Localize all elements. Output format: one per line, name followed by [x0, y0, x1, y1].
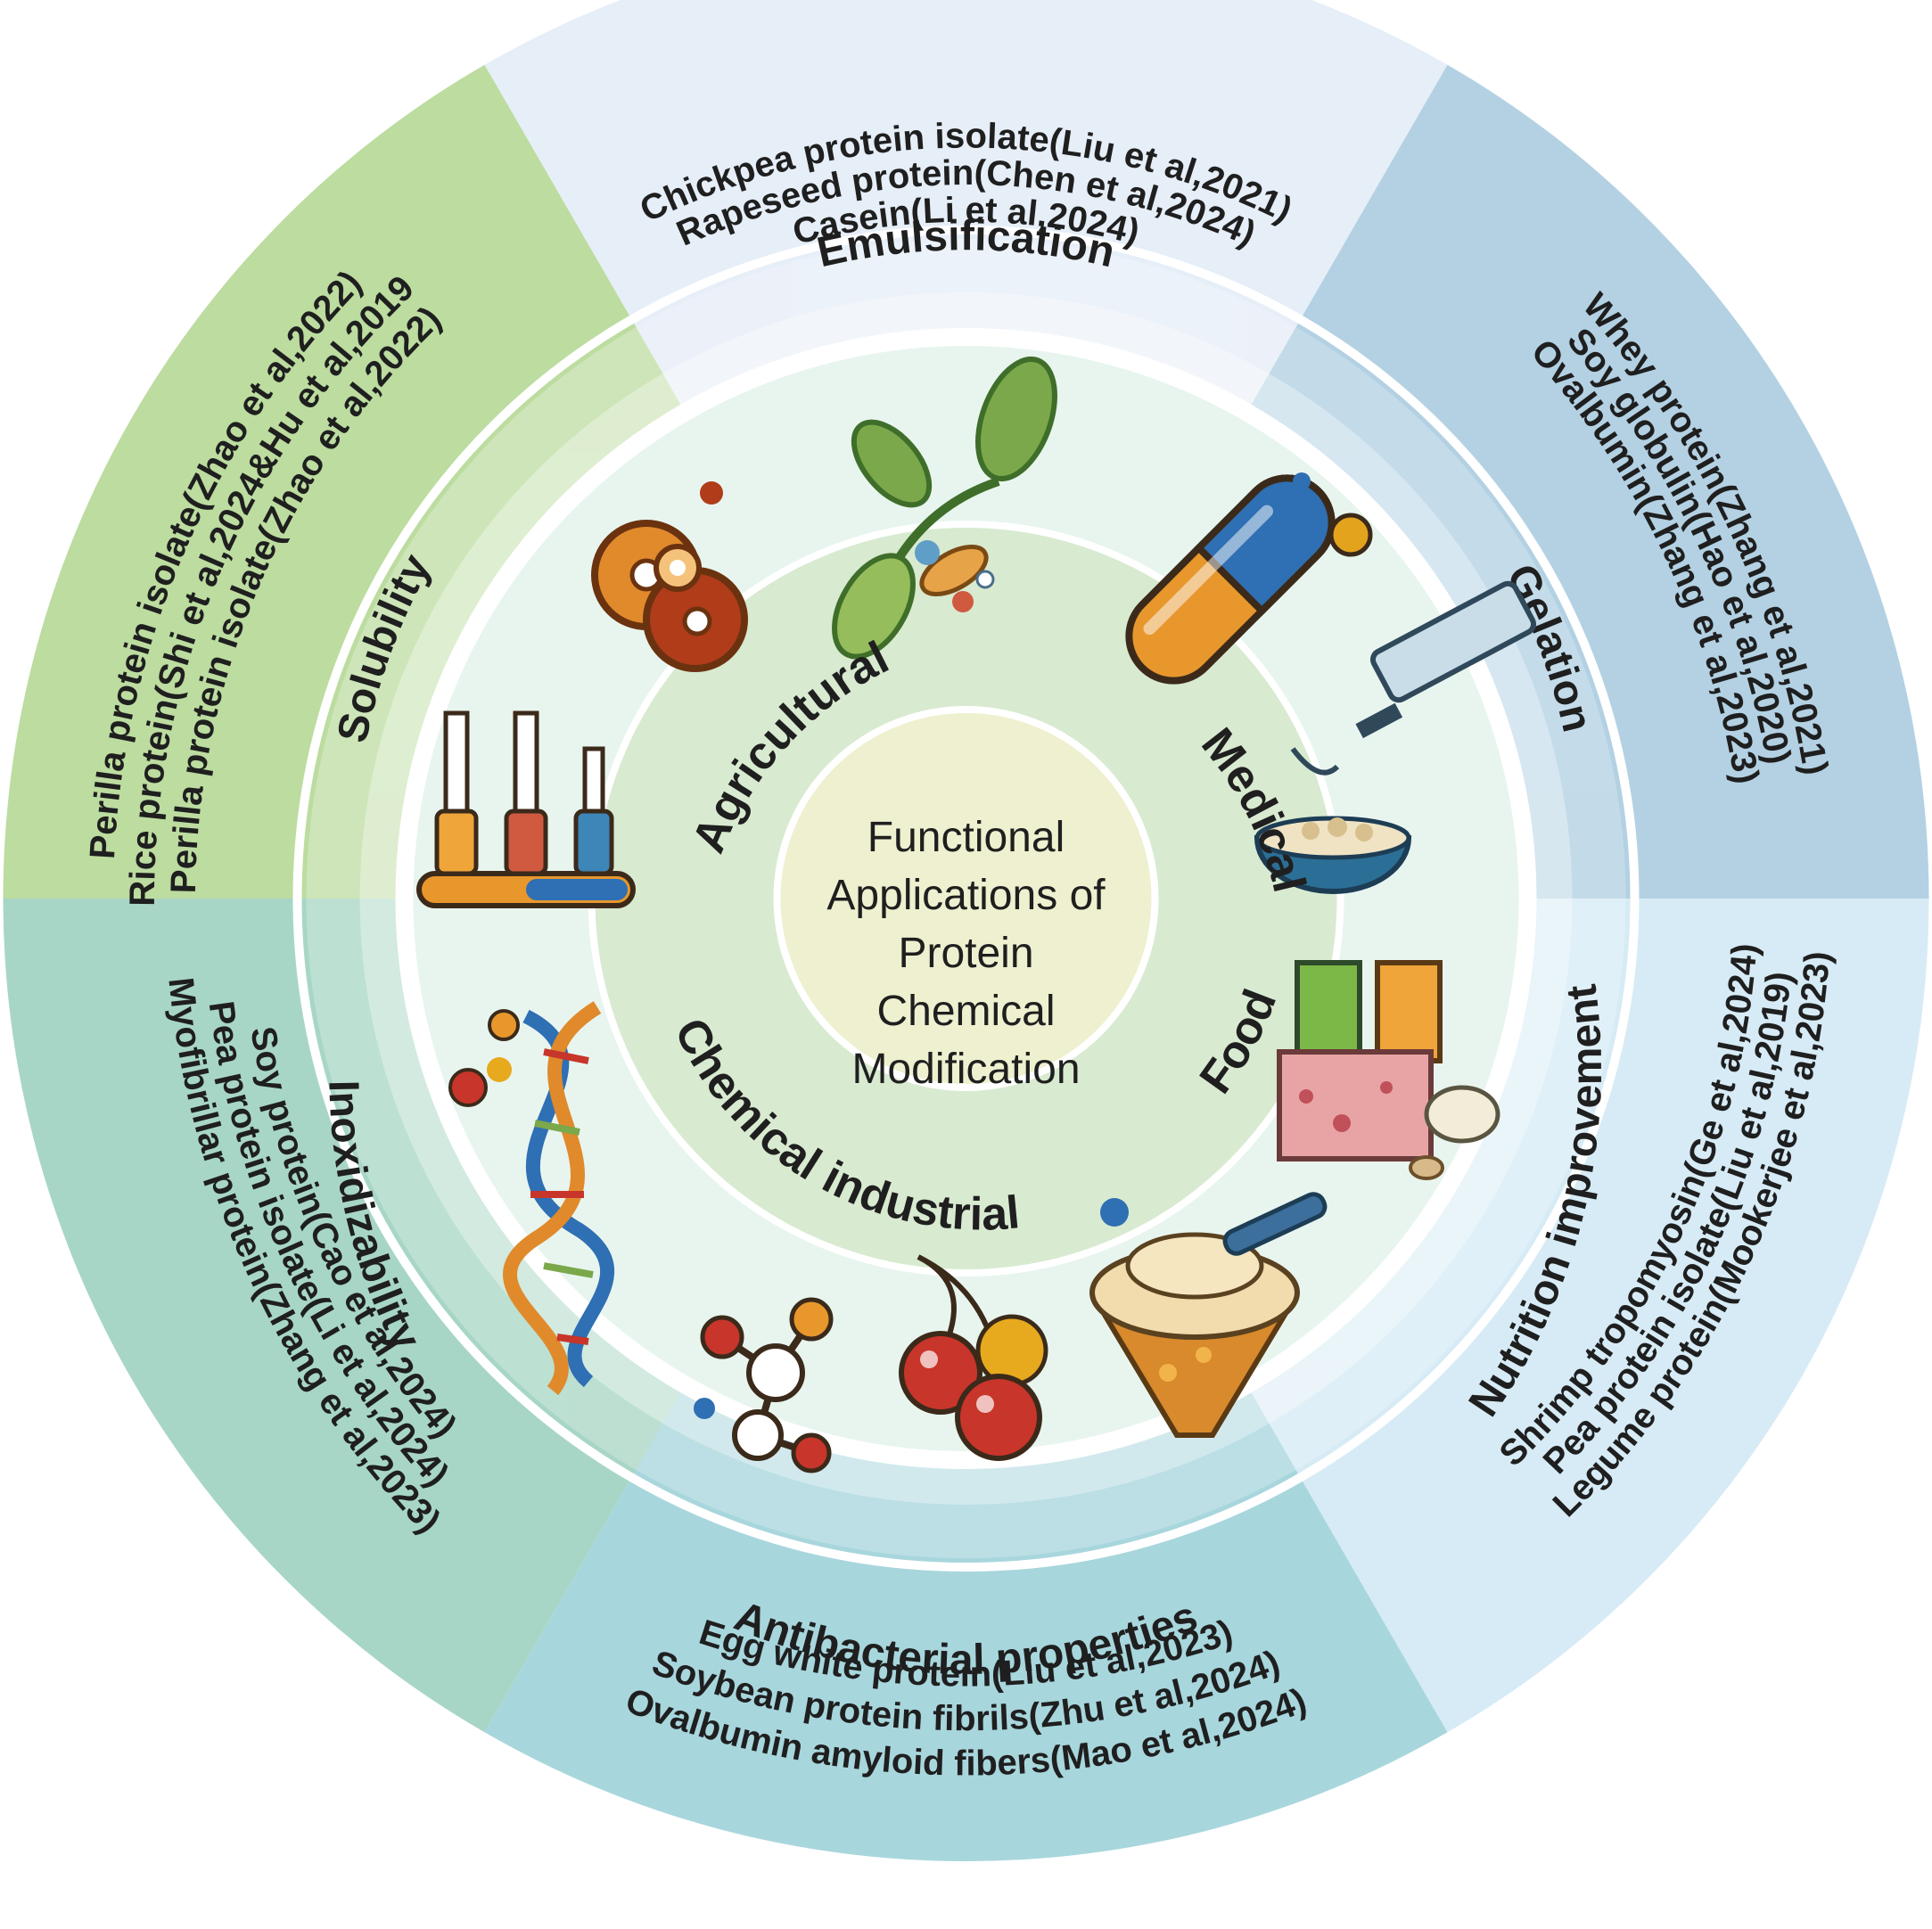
ring-divider-outer [292, 226, 1640, 1572]
center-circle [773, 706, 1159, 1091]
sector-outer-inoxidizability [3, 899, 663, 1733]
molecule-icon [694, 1297, 834, 1473]
outer-ring [3, 0, 1929, 1861]
center-line-3: Protein [898, 930, 1033, 977]
plant-leaves-icon [832, 356, 1057, 660]
food-drinks-icon [1277, 960, 1500, 1180]
pill-dot-icon [1328, 513, 1373, 557]
center-line-1: Functional [867, 814, 1065, 861]
center-line-4: Chemical [876, 988, 1055, 1035]
dessert-cream-icon [1089, 1192, 1328, 1438]
icons [416, 356, 1537, 1473]
dna-helix-icon [448, 1001, 615, 1396]
pill-capsule-icon [1125, 474, 1336, 685]
sector-mid-nutrition [1251, 899, 1626, 1470]
sector-mid-emulsification [636, 238, 1296, 405]
pill-dot-icon [1293, 472, 1311, 490]
ring-divider-inner [404, 337, 1528, 1460]
sector-outer-nutrition [1269, 899, 1929, 1733]
syringe-bowl-icon [1254, 580, 1537, 894]
sector-mid-solubility [306, 327, 681, 899]
sector-outer-gelation [1269, 64, 1929, 899]
sector-mid-antibacterial [636, 1392, 1296, 1559]
test-tubes-icon [416, 710, 636, 908]
cherries-icon [899, 1254, 1048, 1461]
center-title: Functional Applications of Protein Chemi… [826, 814, 1106, 1093]
sector-mid-gelation [1251, 327, 1626, 899]
center-line-2: Applications of [826, 872, 1106, 919]
sector-outer-antibacterial [484, 1423, 1448, 1861]
fungi-cell-icon [591, 481, 748, 672]
center-line-5: Modification [851, 1046, 1080, 1093]
sector-outer-solubility [3, 64, 663, 899]
